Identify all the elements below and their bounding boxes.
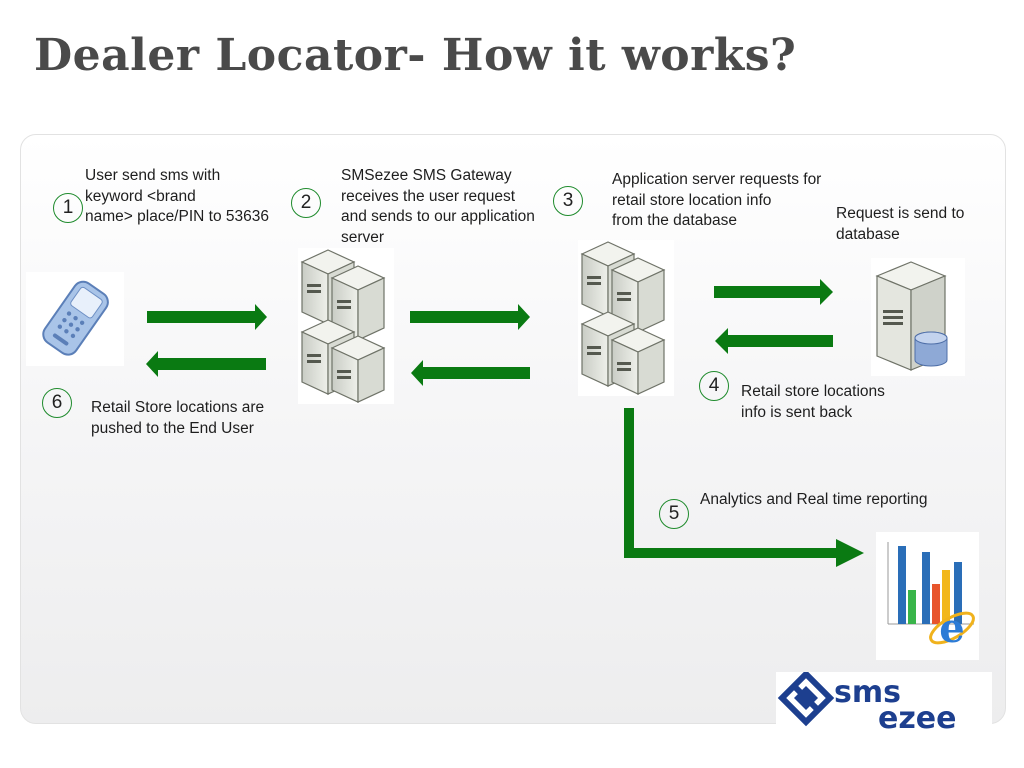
database-server-icon — [871, 258, 965, 376]
step-3-text: Application server requests for retail s… — [612, 171, 822, 229]
svg-text:e: e — [939, 605, 964, 652]
gateway-server-icon — [298, 248, 394, 404]
browser-e-icon: e — [926, 598, 978, 656]
step-3-number: 3 — [553, 186, 583, 216]
arrow-phone-to-gateway — [147, 304, 267, 330]
diagram-panel — [20, 134, 1006, 724]
arrow-app-to-analytics — [624, 408, 864, 567]
analytics-chart-icon — [876, 532, 979, 660]
step-4-text: Retail store locations info is sent back — [741, 383, 885, 421]
step-6-text: Retail Store locations are pushed to the… — [91, 399, 265, 437]
step-2-text: SMSezee SMS Gateway receives the user re… — [341, 167, 535, 246]
step-6-number: 6 — [42, 388, 72, 418]
step-4-number: 4 — [699, 371, 729, 401]
db-request-text: Request is send to database — [836, 205, 965, 243]
mobile-phone-icon — [26, 272, 124, 366]
arrow-app-to-database — [714, 279, 833, 305]
step-1-number: 1 — [53, 193, 83, 223]
step-5-text: Analytics and Real time reporting — [700, 491, 928, 508]
arrow-app-to-gateway — [411, 360, 530, 386]
logo-text-ezee: ezee — [878, 701, 957, 732]
logo-text-sms: sms — [834, 675, 901, 710]
application-server-icon — [578, 240, 674, 396]
page-title: Dealer Locator- How it works? — [34, 30, 797, 81]
arrow-gateway-to-app — [410, 304, 530, 330]
step-5-number: 5 — [659, 499, 689, 529]
step-1-text: User send sms with keyword <brand name> … — [85, 167, 269, 225]
arrow-gateway-to-phone — [146, 351, 266, 377]
arrow-database-to-app — [715, 328, 833, 354]
smsezee-logo: sms ezee — [776, 672, 992, 732]
step-2-number: 2 — [291, 188, 321, 218]
